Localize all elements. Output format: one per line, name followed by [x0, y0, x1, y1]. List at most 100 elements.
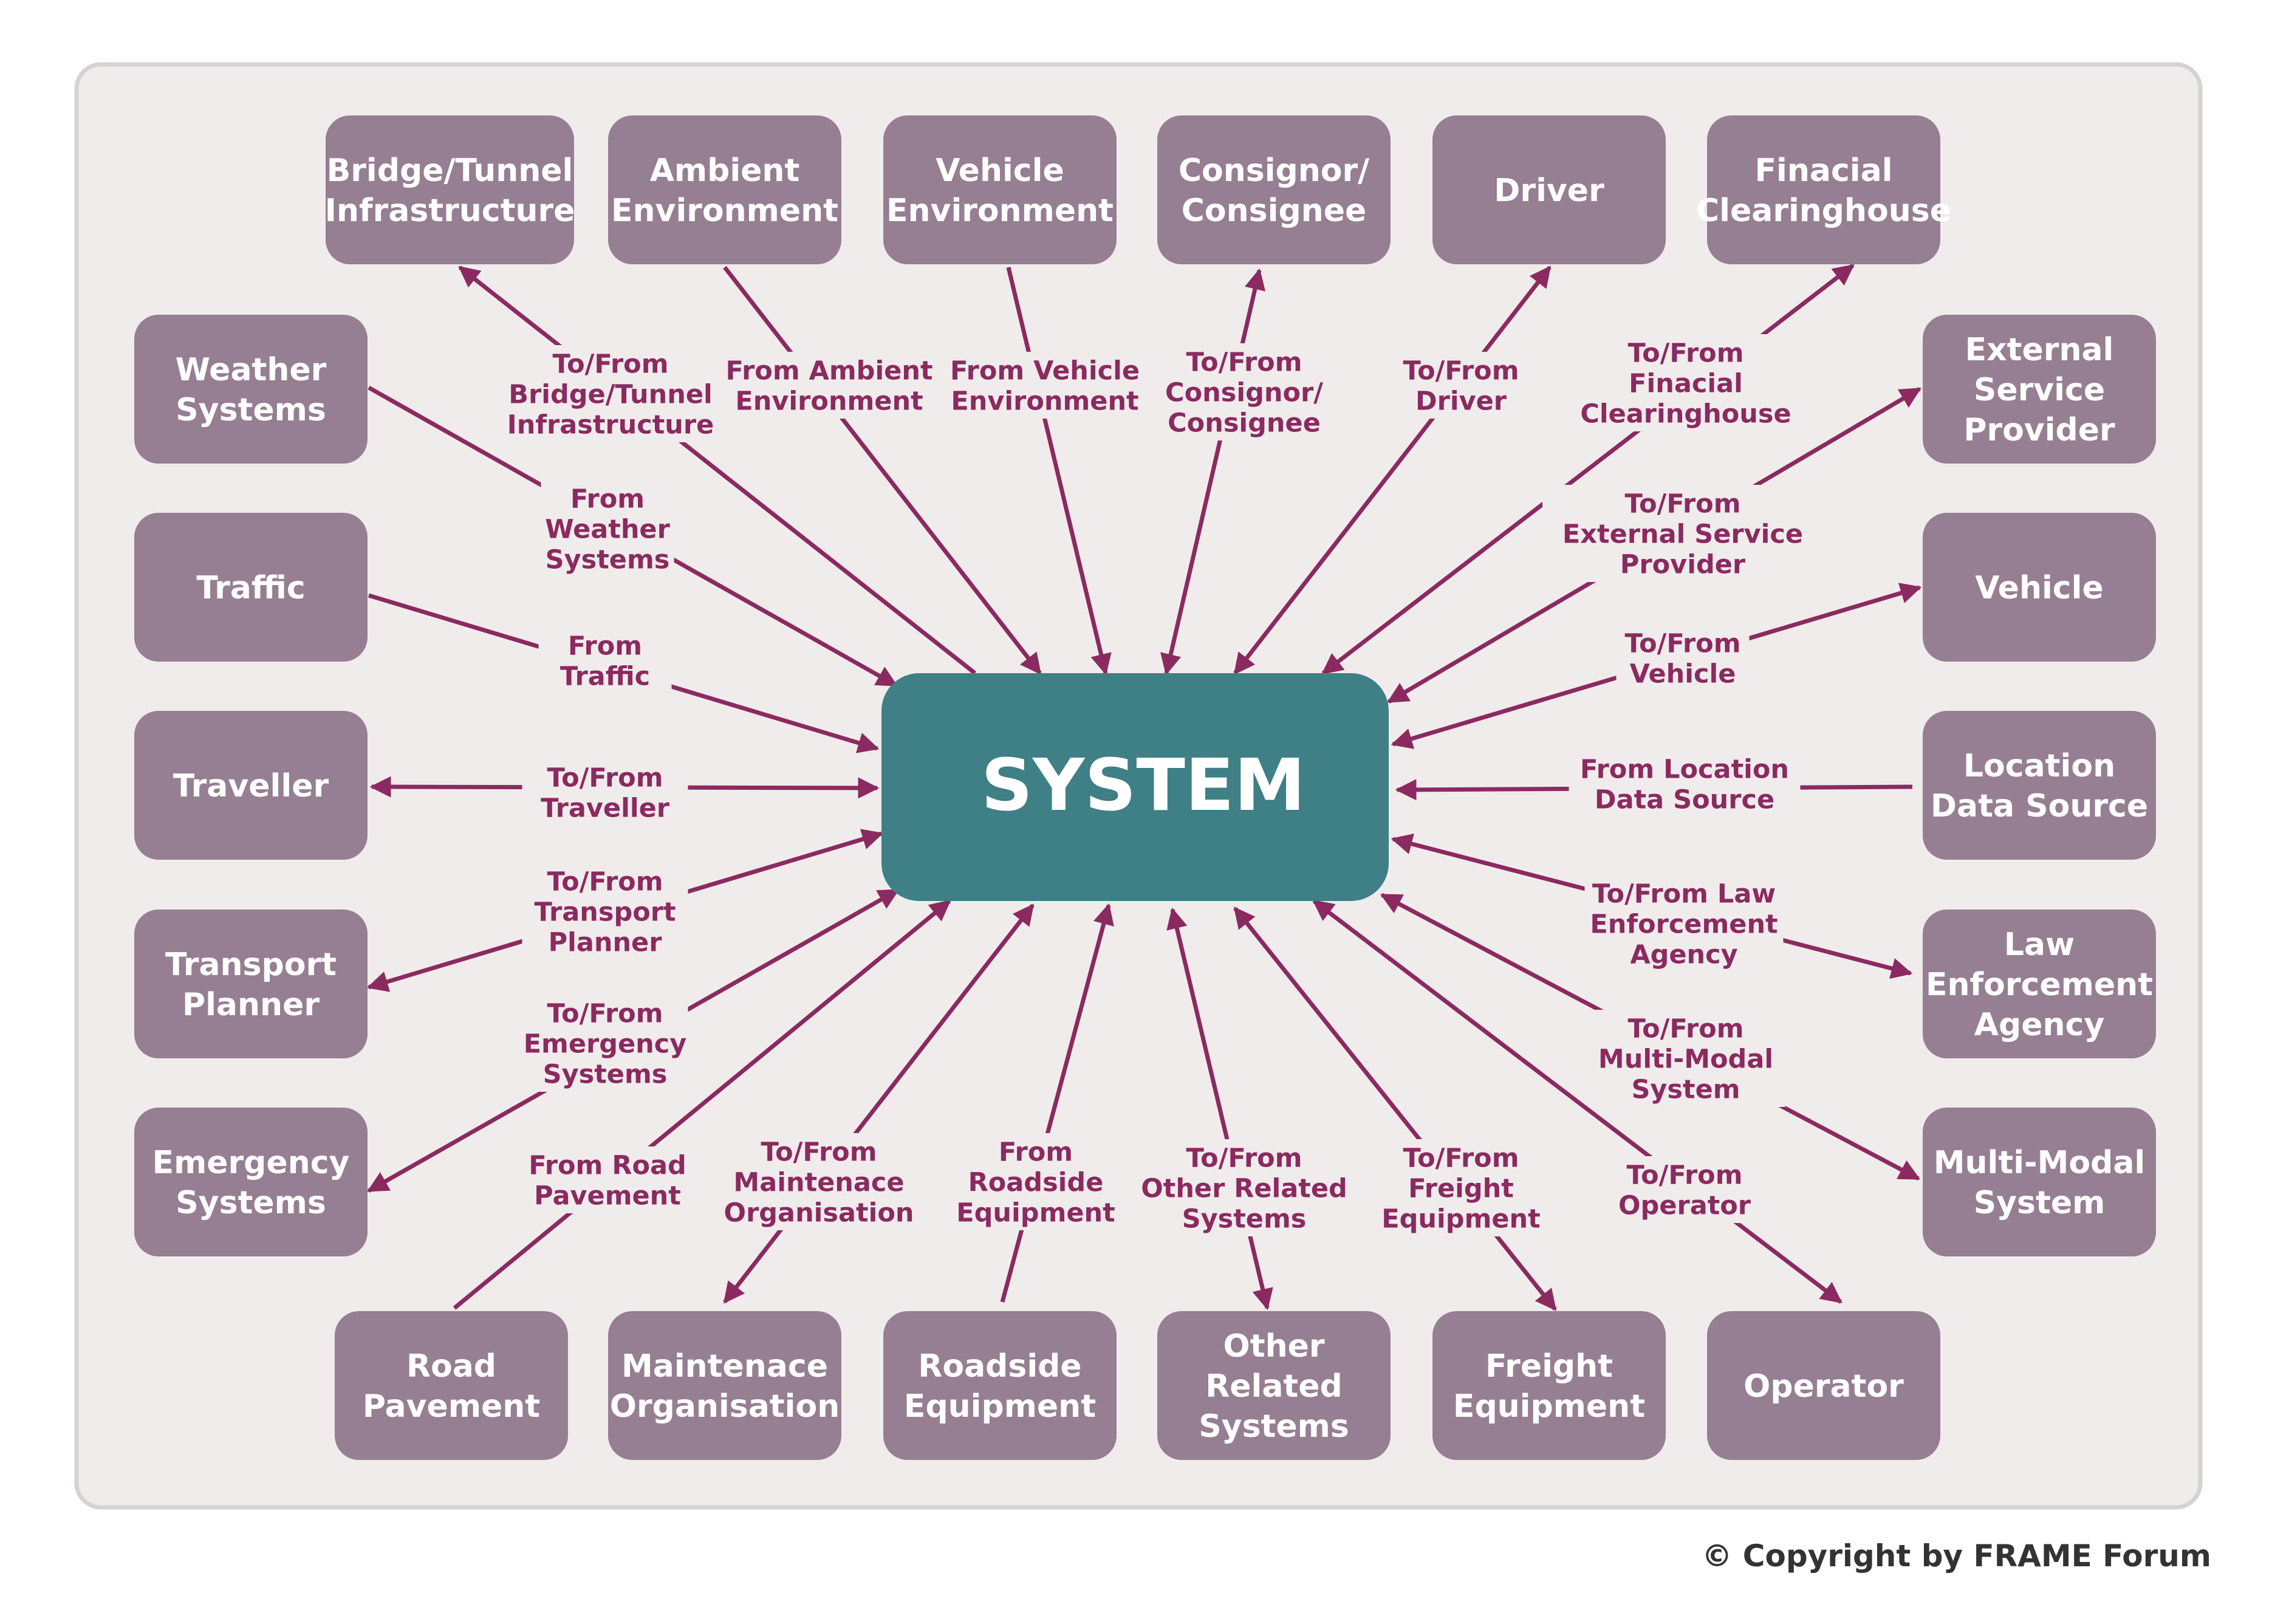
- entity-box: [134, 315, 368, 464]
- entity-box: [1923, 513, 2156, 662]
- entity-label: Driver: [1494, 173, 1604, 209]
- entity-traveller: Traveller: [134, 711, 368, 860]
- entity-box: [883, 115, 1117, 264]
- flow-label-bg: [522, 759, 688, 826]
- copyright-text: © Copyright by FRAME Forum: [1702, 1538, 2211, 1574]
- entity-box: [1923, 910, 2156, 1058]
- entity-box: [1157, 115, 1391, 264]
- flow-label-bg: [522, 995, 688, 1092]
- entity-box: [608, 115, 841, 264]
- entity-traffic: Traffic: [134, 513, 368, 662]
- flow-label-bg: [541, 480, 674, 577]
- entity-box: [335, 1311, 568, 1460]
- entity-operator: Operator: [1707, 1311, 1940, 1460]
- entity-box: [1157, 1311, 1391, 1460]
- flow-arrow: [1006, 267, 1112, 676]
- entity-box: [134, 513, 368, 662]
- entity-box: [883, 1311, 1117, 1460]
- entity-vehicle: Vehicle: [1923, 513, 2156, 662]
- entity-consignor-consignee: Consignor/Consignee: [1157, 115, 1391, 264]
- system-label: SYSTEM: [981, 743, 1305, 827]
- flow-label-bg: [487, 345, 734, 442]
- entity-box: [134, 910, 368, 1058]
- entity-box: [1432, 1311, 1666, 1460]
- flow-arrow: [723, 266, 1042, 675]
- flow-arrow: [458, 266, 977, 675]
- entity-box: [326, 115, 574, 264]
- flow-arrow: [1312, 899, 1843, 1304]
- system-box: SYSTEM: [881, 673, 1389, 901]
- flow-label-bg: [722, 352, 937, 419]
- flow-label-bg: [1542, 485, 1823, 582]
- entity-label: Traveller: [173, 768, 329, 804]
- entity-box: [1923, 1108, 2156, 1256]
- entity-box: [1432, 115, 1666, 264]
- entity-box: [134, 711, 368, 860]
- flow-label-bg: [953, 1133, 1119, 1230]
- entity-box: [608, 1311, 841, 1460]
- entity-box: [1707, 1311, 1940, 1460]
- entity-driver: Driver: [1432, 115, 1666, 264]
- entity-label: Operator: [1743, 1368, 1904, 1405]
- flow-arrow: [1000, 903, 1114, 1303]
- flow-label-bg: [1569, 750, 1801, 817]
- entity-box: [1923, 711, 2156, 860]
- flow-label-bg: [524, 1146, 691, 1213]
- flow-label-bg: [711, 1133, 926, 1230]
- entity-box: [1923, 315, 2156, 464]
